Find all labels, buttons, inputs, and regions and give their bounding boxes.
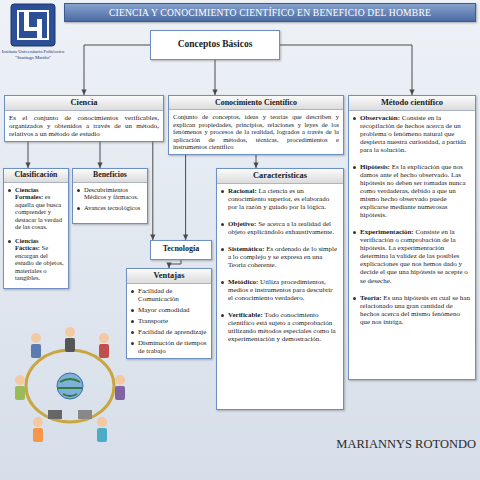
bold-term: Verificable: — [228, 311, 263, 319]
bullet-text: Mayor comodidad — [130, 306, 207, 314]
connector — [25, 142, 30, 168]
bullet-text: Verificable: Todo conocimiento científic… — [220, 311, 339, 343]
concept-box: BeneficiosDescubrimientos Médicos y fárm… — [72, 168, 148, 224]
bullet-text: Ciencias Formales: es aquella que busca … — [7, 186, 64, 231]
concept-box: Conceptos Básicos — [150, 30, 280, 60]
connector — [150, 142, 155, 240]
box-heading: Características — [217, 169, 343, 184]
concept-box: Ciencia Es el conjunto de conocimientos v… — [4, 95, 164, 142]
arrow-head — [212, 90, 217, 95]
bold-term: Hipótesis: — [360, 163, 390, 171]
connector-line — [256, 155, 257, 168]
connector-line — [100, 142, 101, 168]
box-heading: Tecnología — [151, 241, 211, 256]
connector — [183, 155, 188, 240]
box-heading: Conocimiento Científico — [169, 96, 343, 110]
arrow-head — [409, 90, 414, 95]
bullet-text: Facilidad de Comunicación — [130, 287, 207, 303]
concept-box: VentajasFacilidad de ComunicaciónMayor c… — [126, 268, 212, 359]
arrow-head — [253, 163, 258, 168]
institution-name: "Santiago Mariño" — [0, 55, 66, 60]
connector — [212, 60, 217, 95]
bold-term: Observación: — [360, 114, 400, 122]
arrow-head — [183, 235, 188, 240]
concept-box: CaracterísticasRacional: La ciencia es u… — [216, 168, 344, 410]
arrow-head — [97, 163, 102, 168]
arrow-head — [25, 163, 30, 168]
bold-term: Ciencias Fácticas: — [15, 237, 40, 251]
bullet-text: Ciencias Fácticas: Se encargan del estud… — [7, 237, 64, 282]
connector — [81, 45, 150, 95]
arrow-head — [81, 90, 86, 95]
connector-line — [152, 142, 153, 240]
box-heading: Ciencia — [5, 96, 163, 111]
connector-line — [280, 45, 412, 95]
bold-term: Teoría: — [360, 294, 382, 302]
connector-line — [215, 60, 216, 95]
bullet-text: Avances tecnológicos — [76, 204, 143, 211]
bold-term: Objetivo: — [228, 220, 256, 228]
bullet-text: Sistemático: Es ordenado de lo simple a … — [220, 245, 339, 269]
bullet-text: Transporte — [130, 317, 207, 325]
box-heading: Conceptos Básicos — [151, 31, 279, 53]
connector — [253, 155, 258, 168]
bullet-text: Racional: La ciencia es un conocimiento … — [220, 187, 339, 211]
connector-line — [84, 45, 150, 95]
bullet-text: Metódico: Utiliza procedimientos, medios… — [220, 278, 339, 302]
connector — [166, 260, 181, 268]
title-text: CIENCIA Y CONOCIMIENTO CIENTÍFICO EN BEN… — [65, 4, 475, 21]
box-heading: Método científico — [349, 96, 475, 111]
body-text: Conjunto de conceptos, ideas y teorías q… — [169, 113, 343, 154]
bold-term: Experimentación: — [360, 228, 414, 236]
concept-box: Conocimiento CientíficoConjunto de conce… — [168, 95, 344, 155]
connector-line — [185, 155, 186, 240]
concept-box: ClasificaciónCiencias Formales: es aquel… — [3, 168, 69, 289]
bold-term: Ciencias Formales: — [15, 186, 43, 200]
bullet-text: Facilidad de aprendizaje — [130, 328, 207, 336]
concept-box: Método científicoObservación: Consiste e… — [348, 95, 476, 380]
body-text: Es el conjunto de conocimientos verifica… — [5, 114, 163, 141]
bold-term: Racional: — [228, 187, 257, 195]
author-name: MARIANNYS ROTONDO — [320, 438, 476, 452]
bullet-text: Experimentación: Consiste en la verifica… — [352, 228, 471, 284]
arrow-head — [150, 235, 155, 240]
connector — [280, 45, 415, 95]
box-heading: Ventajas — [127, 269, 211, 284]
connector-line — [28, 142, 29, 168]
connector — [97, 142, 102, 168]
box-heading: Clasificación — [4, 169, 68, 183]
bold-term: Sistemático: — [228, 245, 265, 253]
bullet-text: Disminución de tiempos de trabajo — [130, 339, 207, 355]
box-heading: Beneficios — [73, 169, 147, 183]
title-banner: CIENCIA Y CONOCIMIENTO CIENTÍFICO EN BEN… — [64, 3, 476, 22]
bold-term: Metódico: — [228, 278, 258, 286]
bullet-text: Descubrimientos Médicos y fármacos. — [76, 186, 143, 201]
connector-line — [169, 260, 181, 268]
bullet-text: Teoría: Es una hipótesis en cual se han … — [352, 294, 471, 326]
people-illustration — [8, 318, 133, 448]
bullet-text: Hipótesis: Es la explicación que nos dam… — [352, 163, 471, 219]
concept-box: Tecnología — [150, 240, 212, 260]
institution-name: Instituto Universitario Politécnico — [0, 49, 66, 54]
bullet-text: Objetivo: Se acerca a la realidad del ob… — [220, 220, 339, 236]
arrow-head — [166, 263, 171, 268]
institution-logo — [10, 3, 56, 47]
bullet-text: Observación: Consiste en la recopilación… — [352, 114, 471, 154]
